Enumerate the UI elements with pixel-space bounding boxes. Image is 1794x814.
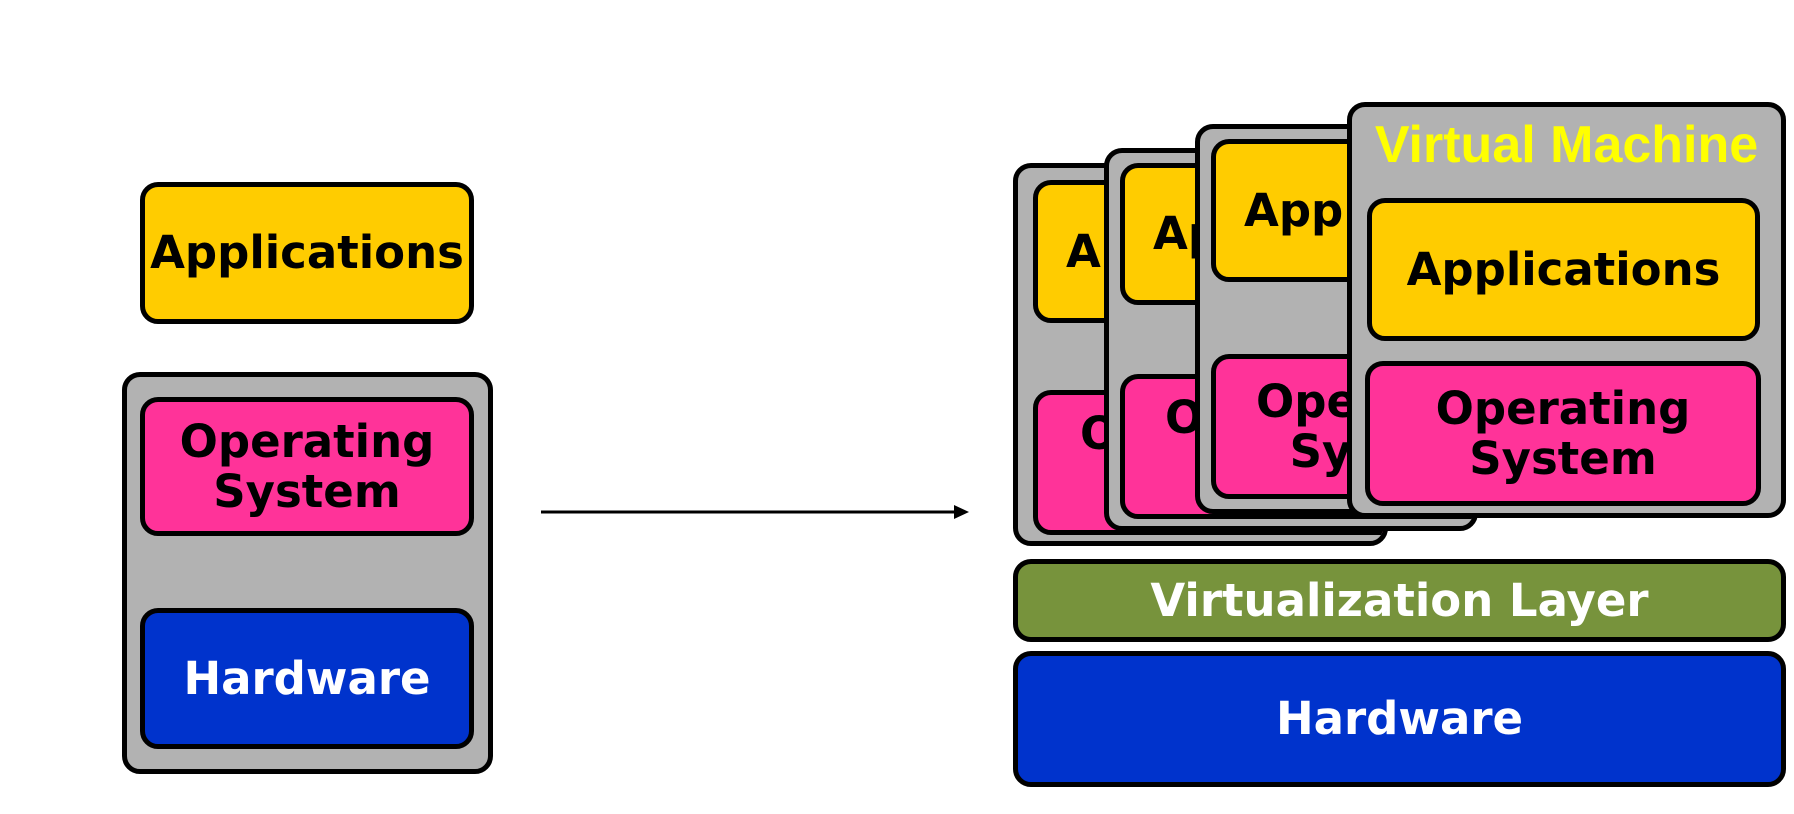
virtualization-layer-label: Virtualization Layer	[1150, 573, 1649, 627]
left-os-label: Operating System	[179, 415, 435, 518]
transition-arrow	[541, 505, 969, 519]
right-hardware-label: Hardware	[1275, 692, 1524, 746]
vm-front-applications-label: Applications	[1406, 242, 1721, 296]
left-hardware-box: Hardware	[140, 608, 474, 749]
vm-title: Virtual Machine	[1374, 116, 1759, 174]
vm-card-front: Virtual Machine Applications Operating S…	[1347, 102, 1786, 518]
left-hardware-label: Hardware	[183, 651, 431, 705]
left-os-box: Operating System	[140, 397, 474, 536]
virtualization-layer-box: Virtualization Layer	[1013, 559, 1786, 642]
arrow-head	[954, 505, 969, 519]
left-applications-box: Applications	[140, 182, 474, 324]
left-applications-label: Applications	[150, 226, 464, 280]
right-hardware-box: Hardware	[1013, 651, 1786, 787]
vm-front-os-label: Operating System	[1435, 382, 1691, 485]
vm-front-applications-box: Applications	[1367, 198, 1760, 341]
vm-front-os-box: Operating System	[1365, 361, 1761, 506]
